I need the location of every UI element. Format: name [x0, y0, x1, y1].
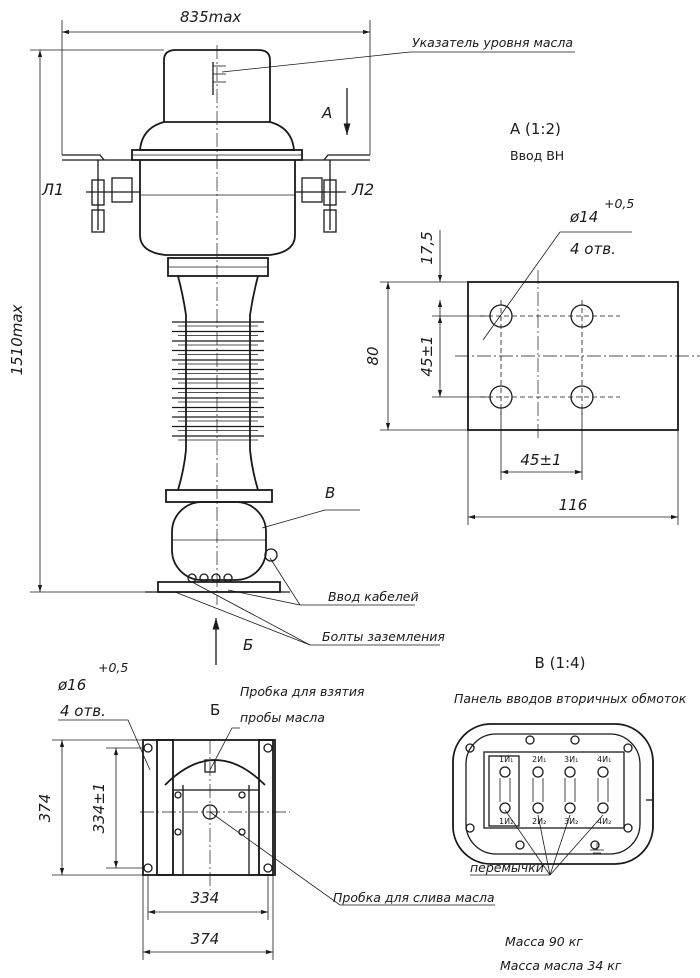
view-v-title: В (1:4)	[535, 654, 586, 672]
dim-hole-vertical-pitch: 45±1	[418, 335, 436, 376]
terminal-mark-top: 3И₁	[564, 755, 578, 764]
label-drain-plug: Пробка для слива масла	[333, 890, 495, 905]
label-view-a-arrow: А	[321, 104, 332, 122]
view-a-hv-terminal	[380, 230, 700, 525]
dim-hv-hole-tol: +0,5	[604, 196, 634, 211]
view-bottom-title: Б	[210, 701, 220, 719]
terminal-mark-top: 1И₁	[499, 755, 513, 764]
base-hole	[143, 863, 153, 873]
dim-base-outer-height: 374	[36, 794, 54, 823]
terminal-mark-top: 4И₁	[597, 755, 611, 764]
label-view-b-marker: В	[325, 484, 335, 502]
label-mass: Масса 90 кг	[505, 934, 583, 949]
base-hole	[263, 743, 273, 753]
terminal-mark-bottom: 3И₂	[564, 817, 578, 826]
dim-hv-hole-count: 4 отв.	[570, 240, 616, 258]
main-side-view	[62, 45, 370, 605]
dim-hv-hole-dia: ø14	[569, 208, 598, 226]
dim-hole-horizontal-pitch: 45±1	[520, 451, 561, 469]
label-secondary-panel: Панель вводов вторичных обмоток	[454, 691, 687, 706]
label-terminal-l2: Л2	[351, 180, 374, 199]
dim-base-inner-height: 334±1	[90, 783, 108, 834]
terminal-mark-top: 2И₁	[532, 755, 546, 764]
label-view-bottom-arrow: Б	[243, 636, 253, 654]
insulator	[172, 315, 264, 450]
drain-plug	[202, 804, 218, 820]
dim-base-hole-tol: +0,5	[98, 660, 128, 675]
view-bottom-base	[52, 719, 495, 960]
dim-base-outer-width: 374	[191, 930, 220, 948]
view-a-subtitle: Ввод ВН	[510, 148, 564, 163]
dim-panel-height: 80	[364, 346, 382, 365]
dim-base-hole-dia: ø16	[57, 676, 86, 694]
hv-hole	[570, 304, 594, 328]
label-earthing-bolts: Болты заземления	[322, 629, 445, 644]
label-cable-entry: Ввод кабелей	[328, 589, 419, 604]
dim-overall-height: 1510max	[8, 304, 26, 375]
terminal-mark-bottom: 1И₂	[499, 817, 513, 826]
dim-base-hole-count: 4 отв.	[60, 702, 106, 720]
dim-hole-top-pitch: 17,5	[418, 231, 436, 264]
main-view-dimensions	[30, 20, 575, 665]
label-jumpers: перемычки	[470, 860, 544, 875]
dim-overall-width: 835max	[180, 8, 241, 26]
label-terminal-l1: Л1	[41, 180, 64, 199]
dim-panel-width: 116	[559, 496, 588, 514]
base-hole	[143, 743, 153, 753]
label-oil-mass: Масса масла 34 кг	[500, 958, 622, 973]
view-a-title: А (1:2)	[510, 120, 561, 138]
base-hole	[263, 863, 273, 873]
dim-base-inner-width: 334	[191, 889, 220, 907]
terminal-mark-bottom: 4И₂	[597, 817, 611, 826]
label-sampling-plug-1: Пробка для взятия	[240, 684, 365, 699]
label-oil-level-indicator: Указатель уровня масла	[412, 35, 573, 50]
label-sampling-plug-2: пробы масла	[240, 710, 325, 725]
